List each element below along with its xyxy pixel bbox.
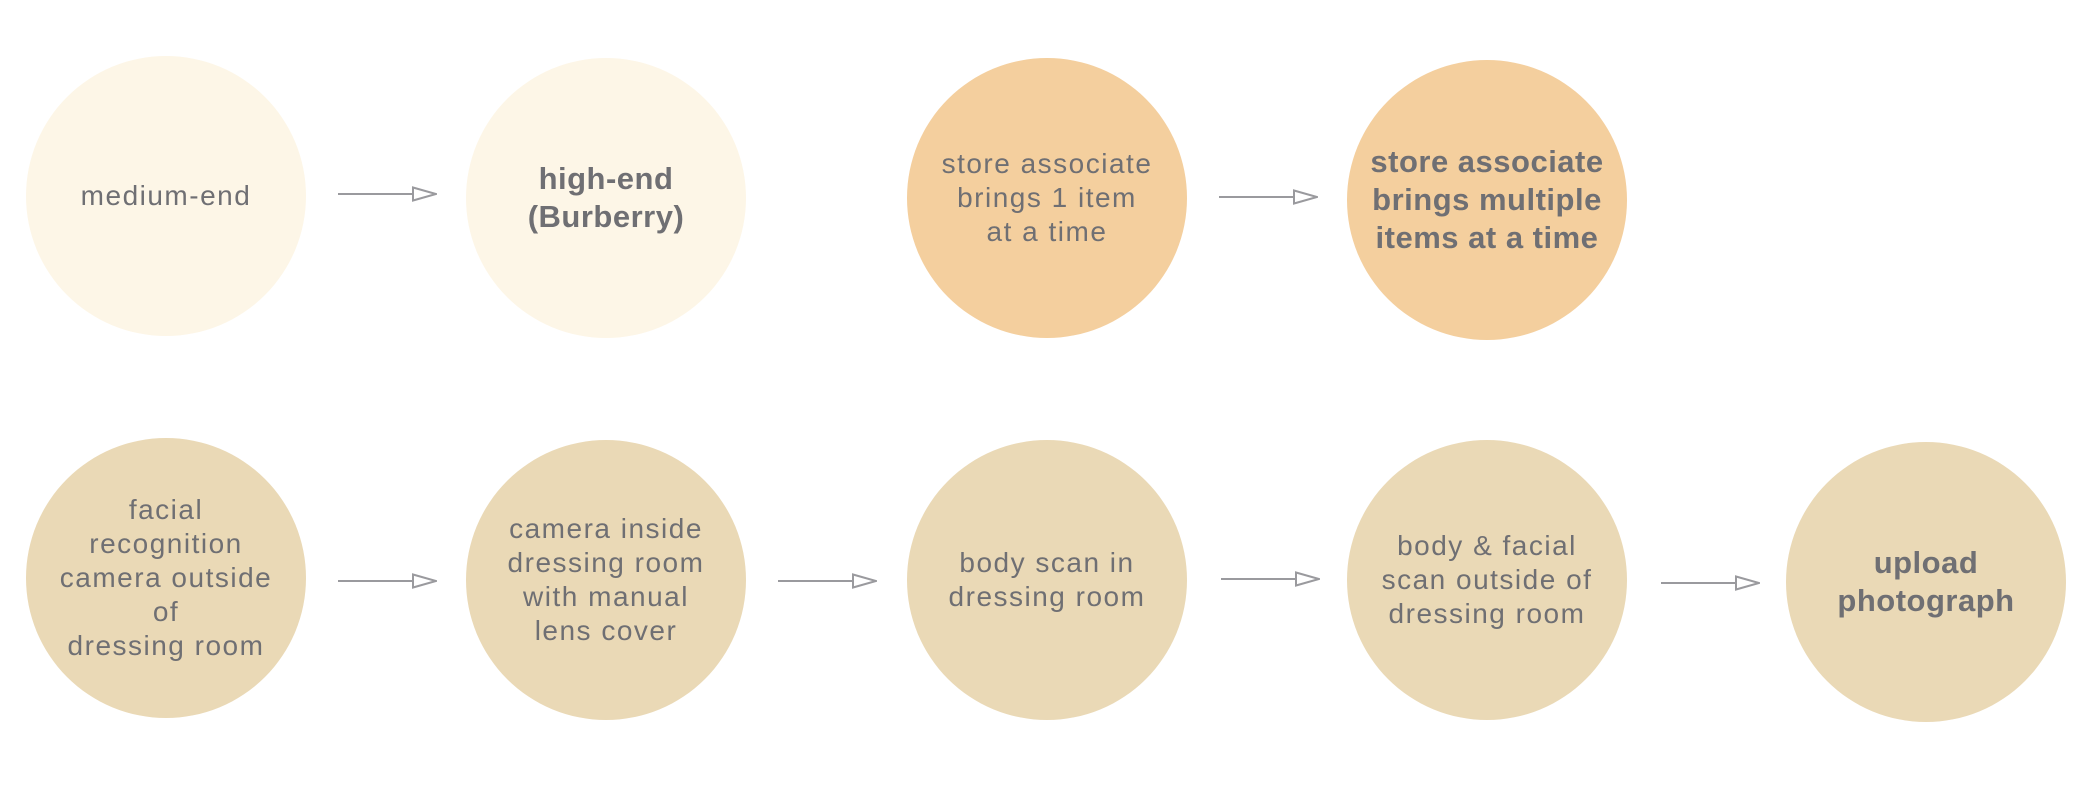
node-medium-end: medium-end xyxy=(26,56,306,336)
node-step-1: facial recognition camera outside of dre… xyxy=(26,438,306,718)
node-high-end: high-end (Burberry) xyxy=(466,58,746,338)
node-label: body scan in dressing room xyxy=(948,547,1146,612)
arrow-right-icon xyxy=(1661,575,1760,591)
arrow-right-icon xyxy=(338,186,437,202)
node-one-item: store associate brings 1 item at a time xyxy=(907,58,1187,338)
node-label: high-end (Burberry) xyxy=(527,161,685,234)
arrow-right-icon xyxy=(338,573,437,589)
node-label: store associate brings 1 item at a time xyxy=(941,148,1153,247)
arrow-right-icon xyxy=(1219,189,1318,205)
node-label: facial recognition camera outside of dre… xyxy=(59,494,273,661)
node-step-3: body scan in dressing room xyxy=(907,440,1187,720)
node-step-4: body & facial scan outside of dressing r… xyxy=(1347,440,1627,720)
node-label: medium-end xyxy=(80,180,252,211)
arrow-right-icon xyxy=(778,573,877,589)
node-label: store associate brings multiple items at… xyxy=(1370,144,1604,255)
node-multiple-items: store associate brings multiple items at… xyxy=(1347,60,1627,340)
node-label: camera inside dressing room with manual … xyxy=(507,513,705,646)
node-label: body & facial scan outside of dressing r… xyxy=(1381,530,1593,629)
node-label: upload photograph xyxy=(1837,545,2015,618)
node-step-2: camera inside dressing room with manual … xyxy=(466,440,746,720)
node-step-5: upload photograph xyxy=(1786,442,2066,722)
arrow-right-icon xyxy=(1221,571,1320,587)
